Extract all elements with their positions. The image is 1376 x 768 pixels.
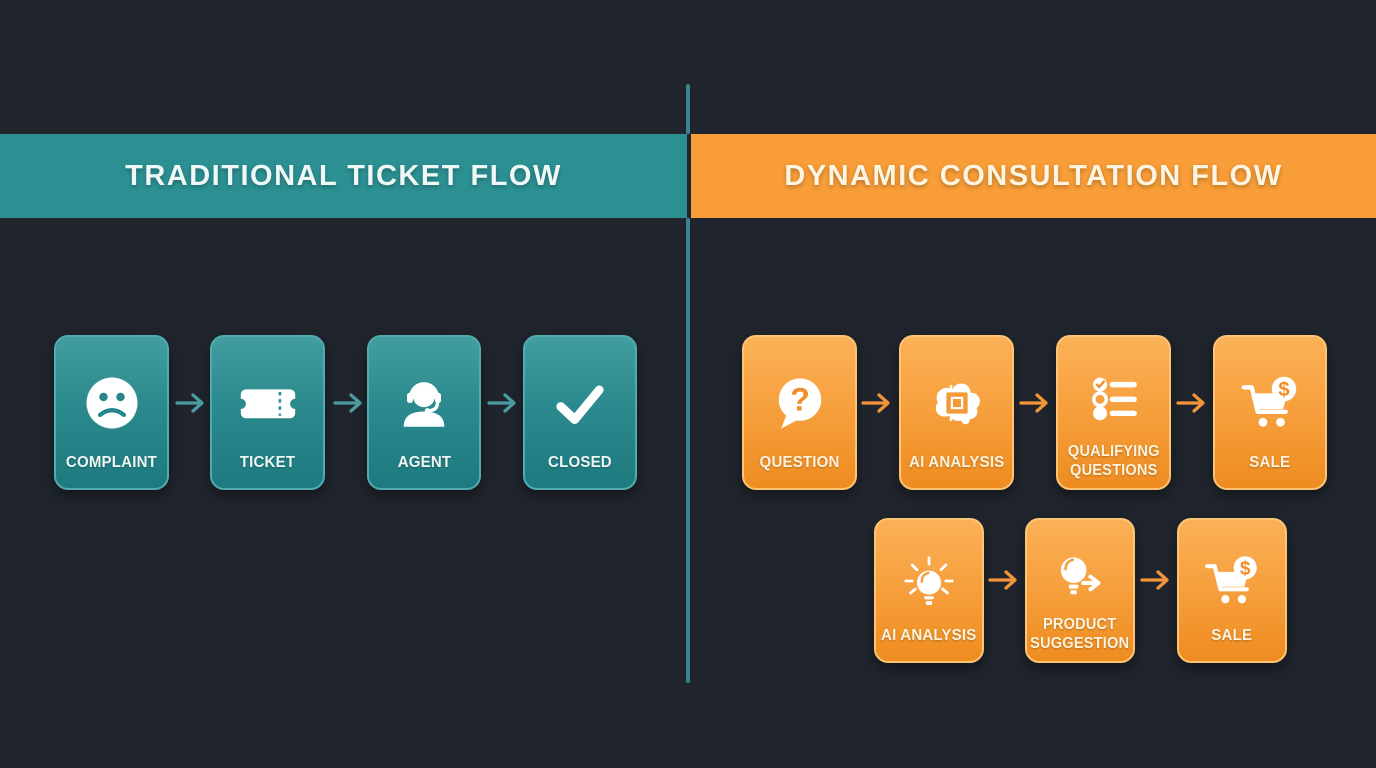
vertical-divider <box>686 218 690 683</box>
step-label: SALE <box>1249 454 1291 472</box>
flow-step-product-suggestion: PRODUCT SUGGESTION <box>1025 518 1135 663</box>
flow-arrow-icon <box>1139 568 1175 592</box>
flow-step-agent: AGENT <box>367 335 481 490</box>
svg-text:?: ? <box>790 381 810 417</box>
vertical-divider <box>686 84 690 134</box>
flow-arrow-icon <box>860 391 896 415</box>
dynamic-flow-header: DYNAMIC CONSULTATION FLOW <box>691 134 1376 218</box>
step-label: SALE <box>1211 627 1253 645</box>
ticket-icon <box>234 351 302 454</box>
support-agent-icon <box>390 351 458 454</box>
step-label: AGENT <box>397 454 451 472</box>
flow-arrow-icon <box>1175 391 1211 415</box>
flow-arrow-icon <box>486 391 522 415</box>
flow-step-ai-analysis-2: AI ANALYSIS <box>874 518 984 663</box>
sad-face-icon <box>78 351 146 454</box>
step-label: AI ANALYSIS <box>881 627 977 645</box>
step-label: COMPLAINT <box>65 454 158 472</box>
step-label: TICKET <box>239 454 296 472</box>
lightbulb-icon <box>897 534 961 627</box>
step-label: QUESTION <box>759 454 840 472</box>
cart-dollar-icon: $ <box>1199 534 1265 627</box>
traditional-flow-header: TRADITIONAL TICKET FLOW <box>0 134 687 218</box>
flow-step-ai-analysis: AI ANALYSIS <box>899 335 1014 490</box>
dynamic-flow-title: DYNAMIC CONSULTATION FLOW <box>784 159 1283 192</box>
step-label: AI ANALYSIS <box>908 454 1005 472</box>
flow-step-sale-2: $ SALE <box>1177 518 1287 663</box>
flow-arrow-icon <box>987 568 1023 592</box>
flow-step-ticket: TICKET <box>210 335 325 490</box>
checkmark-icon <box>545 351 615 454</box>
flow-step-qualifying-questions: QUALIFYING QUESTIONS <box>1056 335 1171 490</box>
flow-arrow-icon <box>174 391 210 415</box>
flow-arrow-icon <box>332 391 368 415</box>
step-label: QUALIFYING QUESTIONS <box>1067 443 1160 479</box>
cart-dollar-icon: $ <box>1235 351 1305 454</box>
flow-step-question: ? QUESTION <box>742 335 857 490</box>
traditional-flow-title: TRADITIONAL TICKET FLOW <box>125 159 562 192</box>
ai-brain-chip-icon <box>923 351 991 454</box>
step-label: CLOSED <box>548 454 612 472</box>
flow-arrow-icon <box>1018 391 1054 415</box>
lightbulb-arrow-icon <box>1048 534 1112 616</box>
svg-text:$: $ <box>1278 379 1289 401</box>
svg-text:$: $ <box>1240 558 1251 579</box>
flow-step-complaint: COMPLAINT <box>54 335 169 490</box>
question-bubble-icon: ? <box>766 351 834 454</box>
checklist-icon <box>1083 351 1145 443</box>
flow-step-sale: $ SALE <box>1213 335 1327 490</box>
step-label: PRODUCT SUGGESTION <box>1030 616 1130 652</box>
flow-step-closed: CLOSED <box>523 335 637 490</box>
